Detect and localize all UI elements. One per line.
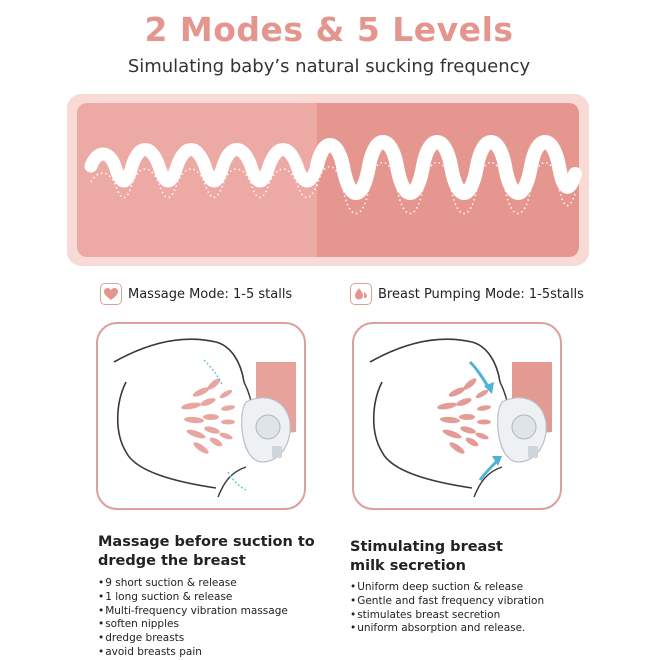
illustration-frame: [96, 322, 306, 510]
list-item: dredge breasts: [98, 632, 338, 646]
milk-ducts: [437, 378, 491, 454]
suction-wave-panel: [67, 94, 589, 266]
list-item: Uniform deep suction & release: [350, 581, 590, 595]
pump-device: [497, 362, 552, 463]
vibration-lines: [203, 359, 223, 385]
pumping-description: Stimulating breast milk secretion Unifor…: [350, 538, 590, 636]
list-item: Gentle and fast frequency vibration: [350, 595, 590, 609]
heart-icon: [100, 283, 122, 305]
milk-ducts: [181, 378, 235, 454]
list-item: Multi-frequency vibration massage: [98, 605, 338, 619]
list-item: uniform absorption and release.: [350, 622, 590, 636]
pumping-heading: Stimulating breast milk secretion: [350, 539, 503, 574]
illustration-frame: [352, 322, 562, 510]
list-item: avoid breasts pain: [98, 646, 338, 660]
pumping-wave: [310, 135, 582, 200]
massage-wave-area: [77, 103, 327, 257]
massage-feature-list: 9 short suction & release 1 long suction…: [98, 577, 338, 660]
massage-heading: Massage before suction to dredge the bre…: [98, 534, 315, 569]
milk-drop-icon: [350, 283, 372, 305]
massage-description: Massage before suction to dredge the bre…: [98, 533, 338, 660]
pumping-feature-list: Uniform deep suction & release Gentle an…: [350, 581, 590, 636]
pumping-wave-dotted: [316, 161, 576, 215]
pumping-mode-text: Breast Pumping Mode: 1-5stalls: [378, 286, 584, 302]
massage-wave-dotted: [90, 168, 318, 199]
massage-illustration: [96, 322, 306, 510]
pumping-mode-label: Breast Pumping Mode: 1-5stalls: [350, 283, 584, 305]
massage-mode-label: Massage Mode: 1-5 stalls: [100, 283, 292, 305]
massage-wave: [84, 143, 324, 188]
list-item: stimulates breast secretion: [350, 609, 590, 623]
list-item: 9 short suction & release: [98, 577, 338, 591]
pumping-illustration: [352, 322, 562, 510]
massage-mode-text: Massage Mode: 1-5 stalls: [128, 286, 293, 302]
page-title: 2 Modes & 5 Levels: [144, 10, 514, 49]
pump-device: [241, 362, 296, 463]
list-item: soften nipples: [98, 618, 338, 632]
list-item: 1 long suction & release: [98, 591, 338, 605]
page-subtitle: Simulating baby’s natural sucking freque…: [127, 56, 531, 77]
